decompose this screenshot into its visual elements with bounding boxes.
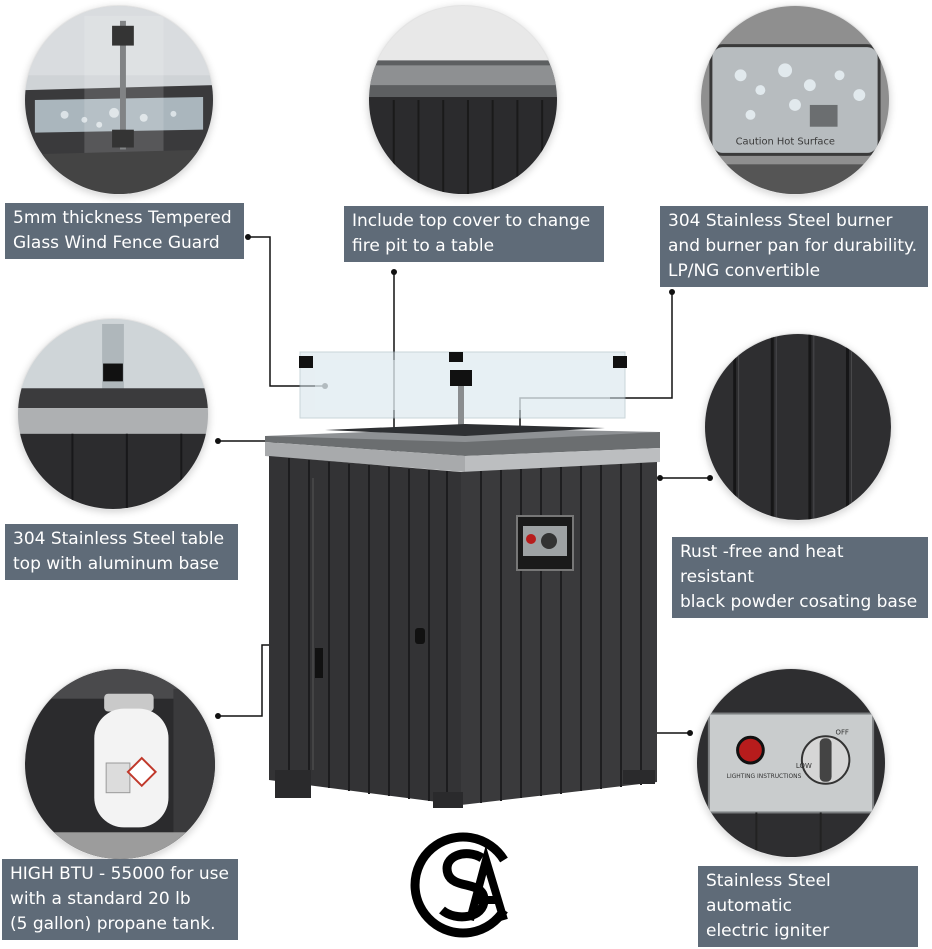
powder-coat-label: Rust -free and heat resistant black powd… — [672, 537, 928, 618]
burner-label: 304 Stainless Steel burner and burner pa… — [660, 206, 928, 287]
top-cover-label: Include top cover to change fire pit to … — [344, 206, 604, 262]
off-label: OFF — [836, 728, 849, 736]
glass-wind-guard — [299, 351, 627, 448]
lighting-instructions-text: LIGHTING INSTRUCTIONS — [727, 773, 802, 780]
propane-tank-closeup-icon — [24, 668, 216, 860]
panel-closeup-icon — [704, 333, 892, 521]
table-top-closeup-icon — [17, 318, 209, 510]
csa-certification-logo-icon — [410, 832, 508, 938]
burner-pan-closeup-icon: Caution Hot Surface — [700, 5, 890, 195]
glass-fence-closeup-icon — [24, 5, 214, 195]
table-top-label: 304 Stainless Steel table top with alumi… — [5, 524, 238, 580]
fire-pit-table-product-image — [265, 351, 660, 808]
glass-fence-label: 5mm thickness Tempered Glass Wind Fence … — [5, 203, 244, 259]
igniter-closeup-icon: LIGHTING INSTRUCTIONS OFF LOW — [696, 668, 886, 858]
propane-label: HIGH BTU - 55000 for use with a standard… — [2, 859, 238, 940]
caution-text: Caution Hot Surface — [736, 137, 835, 148]
igniter-label: Stainless Steel automatic electric ignit… — [698, 866, 918, 947]
top-cover-closeup-icon — [368, 5, 558, 195]
low-label: LOW — [796, 762, 812, 770]
